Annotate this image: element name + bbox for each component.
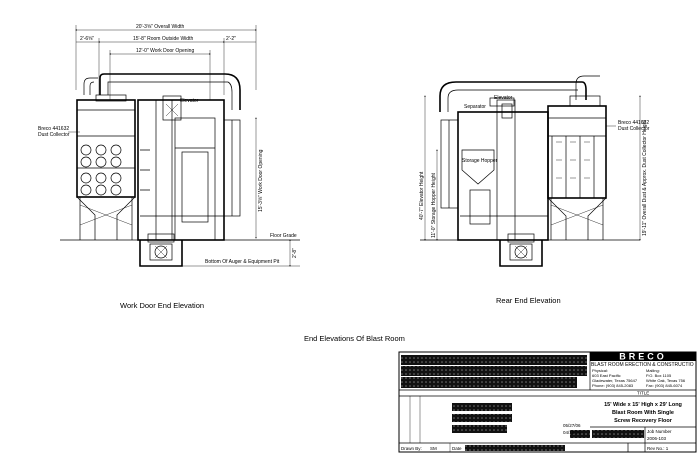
- door-height-label: 15'-3⅝" Work Door Opening: [258, 149, 264, 212]
- redacted-block: [592, 430, 644, 438]
- ducting: [83, 73, 241, 110]
- floor-grade-label: Floor Grade: [270, 233, 297, 239]
- drawn-by: SM: [430, 446, 437, 451]
- physical-phone: Phone: (903) 845-2083: [592, 383, 634, 388]
- mailing-label: Mailing:: [646, 368, 660, 373]
- mailing-line1: P.O. Box 1105: [646, 373, 672, 378]
- job-number: 2006-103: [647, 436, 667, 441]
- elevator-height-label: 40'-7" Elevator Height: [419, 171, 425, 220]
- right-collector-label-1: Breco 441632: [618, 120, 649, 126]
- redacted-block: [570, 430, 590, 438]
- company-subtitle: BLAST ROOM ERECTION & CONSTRUCTIO: [591, 362, 694, 368]
- title-line2: Blast Room With Single: [612, 410, 674, 416]
- left-room-body: [137, 95, 241, 241]
- right-room-body: [440, 99, 549, 241]
- collector-height-label: 19'-11" Overall Dust & Approx. Dust Coll…: [642, 120, 648, 236]
- job-number-label: Job Number: [647, 429, 672, 434]
- sheet-title: End Elevations Of Blast Room: [304, 334, 405, 343]
- right-offset-label: 2'-2": [226, 36, 236, 42]
- redacted-block: [452, 414, 512, 422]
- right-dust-collector: [547, 105, 607, 240]
- drawn-by-label: Drawn By:: [401, 446, 422, 451]
- date-label: Date: [452, 446, 462, 451]
- top-dimensions: [75, 25, 257, 100]
- pit-bottom-label: Bottom Of Auger & Equipment Pit: [205, 259, 280, 265]
- left-offset-label: 2'-6⅝": [80, 36, 94, 42]
- room-outside-width-label: 15'-8" Room Outside Width: [133, 36, 193, 42]
- pit-depth-label: 2'-8": [292, 248, 298, 258]
- company-name: BRECO: [619, 352, 667, 362]
- redacted-block: [452, 403, 512, 411]
- title-line1: 15' Wide x 15' High x 29' Long: [604, 402, 682, 408]
- left-collector-label-2: Dust Collector: [38, 132, 70, 138]
- mailing-fax: Fax: (903) 845-6074: [646, 383, 683, 388]
- left-dust-collector: [76, 99, 136, 240]
- left-collector-label-1: Breco 441632: [38, 126, 69, 132]
- right-collector-label-2: Dust Collector: [618, 126, 650, 132]
- redacted-block: [401, 355, 587, 365]
- view-title-right: Rear End Elevation: [496, 296, 561, 305]
- title-label: TITLE: [637, 391, 649, 396]
- separator-label: Separator: [464, 104, 486, 110]
- redacted-block: [401, 377, 577, 388]
- rev-number: Rev No.: 1: [647, 446, 669, 451]
- storage-hopper-label: Storage Hopper: [462, 158, 498, 164]
- work-door-end-elevation: 20'-3⅝" Overall Width 15'-8" Room Outsid…: [38, 24, 300, 267]
- redacted-block: [452, 425, 507, 433]
- physical-label: Physical:: [592, 368, 608, 373]
- title-line3: Screw Recovery Floor: [614, 418, 673, 424]
- redacted-block: [465, 445, 565, 451]
- overall-width-label: 20'-3⅝" Overall Width: [136, 24, 185, 30]
- title-block: BRECO BLAST ROOM ERECTION & CONSTRUCTIO …: [398, 351, 697, 453]
- date-1: 05/27/06: [563, 423, 581, 428]
- left-elevator-label: Elevator: [180, 98, 199, 104]
- rear-end-elevation: Separator Elevator Storage Hopper Breco …: [419, 75, 650, 267]
- work-door-opening-width-label: 12'-0" Work Door Opening: [136, 48, 194, 54]
- physical-line1: 603 East Pacific: [592, 373, 621, 378]
- right-elevator-label: Elevator: [494, 95, 513, 101]
- hopper-height-label: 11'-0" Storage Hopper Height: [431, 172, 437, 238]
- mailing-line2: White Oak, Texas 756: [646, 378, 686, 383]
- redacted-block: [401, 366, 587, 376]
- physical-line2: Gladewater, Texas 75647: [592, 378, 638, 383]
- view-title-left: Work Door End Elevation: [120, 301, 204, 310]
- date-2: 04/18/06: [563, 430, 581, 435]
